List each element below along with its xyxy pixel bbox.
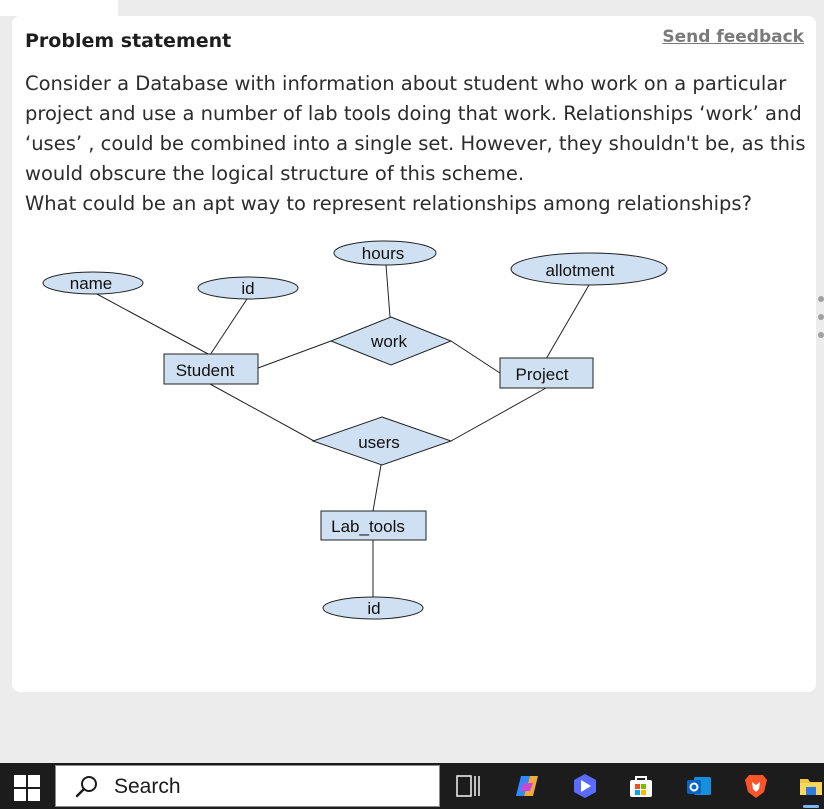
attribute-lab-tools-id-label: id [367, 599, 380, 618]
attribute-name-label: name [70, 274, 113, 293]
connector-id-student [209, 298, 248, 356]
send-feedback-link[interactable]: Send feedback [662, 27, 804, 47]
statement-line: project and use a number of lab tools do… [25, 102, 802, 125]
connector-hours-work [385, 264, 391, 318]
statement-line: Consider a Database with information abo… [25, 72, 787, 95]
top-tab[interactable] [0, 0, 118, 16]
connector-student-users [209, 383, 315, 442]
scroll-handle[interactable] [818, 296, 824, 350]
connector-name-student [94, 292, 211, 356]
problem-card: Problem statement Send feedback Consider… [12, 16, 816, 692]
attribute-allotment: allotment [510, 252, 668, 286]
problem-statement: Consider a Database with information abo… [25, 69, 806, 219]
relationship-users: users [311, 416, 453, 466]
scroll-dot [818, 296, 824, 302]
entity-student: Student [163, 353, 259, 385]
scroll-dot [818, 314, 824, 320]
attribute-lab-tools-id: id [322, 596, 424, 620]
connector-project-users [450, 387, 547, 442]
entity-lab-tools: Lab_tools [320, 510, 427, 541]
connector-allotment-project [545, 284, 590, 360]
connector-users-labtools [372, 464, 382, 512]
microsoft-store-icon[interactable] [628, 773, 654, 799]
attribute-student-id: id [197, 276, 299, 300]
bing-icon[interactable] [572, 773, 598, 799]
entity-lab-tools-label: Lab_tools [331, 517, 405, 536]
entity-project: Project [499, 357, 594, 389]
taskbar-search-box[interactable]: Search [55, 765, 440, 807]
scroll-dot [818, 332, 824, 338]
search-icon [75, 776, 97, 798]
outlook-icon[interactable] [686, 773, 712, 799]
relationship-work: work [329, 316, 453, 366]
taskbar: Search [0, 763, 824, 809]
copilot-icon[interactable] [514, 773, 540, 799]
file-explorer-icon[interactable] [798, 773, 824, 799]
file-explorer-active-indicator [803, 805, 819, 808]
task-view-icon[interactable] [455, 773, 481, 799]
relationship-work-label: work [370, 332, 407, 351]
statement-line: ‘uses’ , could be combined into a single… [25, 132, 806, 155]
er-diagram: name id hours allotment id work users [42, 240, 668, 620]
search-label: Search [114, 775, 181, 798]
attribute-allotment-label: allotment [546, 261, 615, 280]
attribute-hours: hours [333, 240, 437, 266]
attribute-name: name [42, 271, 144, 295]
entity-student-label: Student [176, 361, 235, 380]
entity-project-label: Project [516, 365, 569, 384]
brave-browser-icon[interactable] [743, 773, 769, 799]
statement-line: would obscure the logical structure of t… [25, 162, 525, 185]
windows-start-icon[interactable] [14, 775, 40, 801]
attribute-hours-label: hours [362, 244, 405, 263]
relationship-users-label: users [358, 433, 400, 452]
connector-student-work [257, 340, 332, 369]
connector-work-project [450, 340, 501, 374]
card-title: Problem statement [25, 30, 232, 52]
attribute-student-id-label: id [241, 279, 254, 298]
statement-line: What could be an apt way to represent re… [25, 192, 752, 215]
